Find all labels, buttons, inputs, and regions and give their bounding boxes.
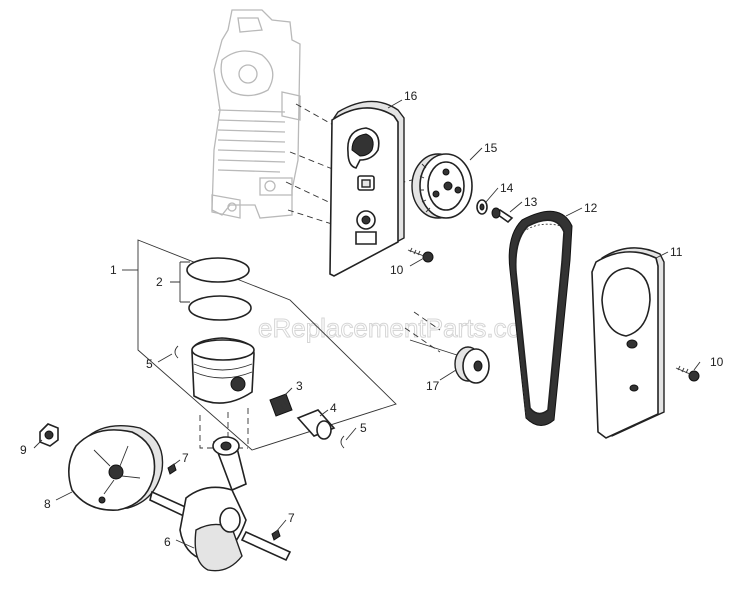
part-13-bolt <box>491 207 514 224</box>
callout-labels: 16 15 14 13 12 11 10 10 17 1 2 5 3 4 5 9… <box>20 89 724 549</box>
part-9-nut <box>39 423 59 447</box>
part-15-cam-pulley <box>411 153 473 219</box>
callout-4: 4 <box>330 401 337 415</box>
part-10-bolt-upper <box>407 247 434 263</box>
part-17-crank-pulley <box>409 339 490 384</box>
part-7-key-upper <box>167 463 177 475</box>
part-4-piston-pin <box>296 409 336 440</box>
part-16-inner-belt-cover <box>329 100 405 277</box>
callout-3: 3 <box>296 379 303 393</box>
watermark-text: eReplacementParts.com <box>258 313 543 343</box>
part-14-washer <box>476 199 488 215</box>
callout-2: 2 <box>156 275 163 289</box>
leader-lines <box>33 99 701 549</box>
callout-16: 16 <box>404 89 418 103</box>
callout-6: 6 <box>164 535 171 549</box>
callout-12: 12 <box>584 201 598 215</box>
piston <box>191 337 255 404</box>
callout-8: 8 <box>44 497 51 511</box>
part-1-piston-kit-bracket <box>137 239 397 451</box>
callout-10-right: 10 <box>710 355 724 369</box>
callout-17: 17 <box>426 379 440 393</box>
callout-13: 13 <box>524 195 538 209</box>
callout-7-upper: 7 <box>182 451 189 465</box>
part-11-outer-belt-cover <box>591 247 665 439</box>
part-8-flywheel <box>68 425 164 511</box>
part-12-timing-belt <box>508 210 573 426</box>
callout-14: 14 <box>500 181 514 195</box>
callout-1: 1 <box>110 263 117 277</box>
part-5-circlip-right <box>340 435 345 449</box>
callout-11: 11 <box>670 245 683 259</box>
part-5-circlip-left <box>174 345 179 359</box>
callout-5-left: 5 <box>146 357 153 371</box>
callout-15: 15 <box>484 141 498 155</box>
part-10-bolt-right <box>675 365 700 382</box>
part-3-needle-bearing <box>269 393 293 417</box>
callout-10-upper: 10 <box>390 263 404 277</box>
part-6-crankshaft <box>149 436 292 572</box>
engine-block-ghost <box>211 9 301 219</box>
callout-9: 9 <box>20 443 27 457</box>
part-2-piston-rings <box>186 257 252 321</box>
callout-5-right: 5 <box>360 421 367 435</box>
callout-7-lower: 7 <box>288 511 295 525</box>
